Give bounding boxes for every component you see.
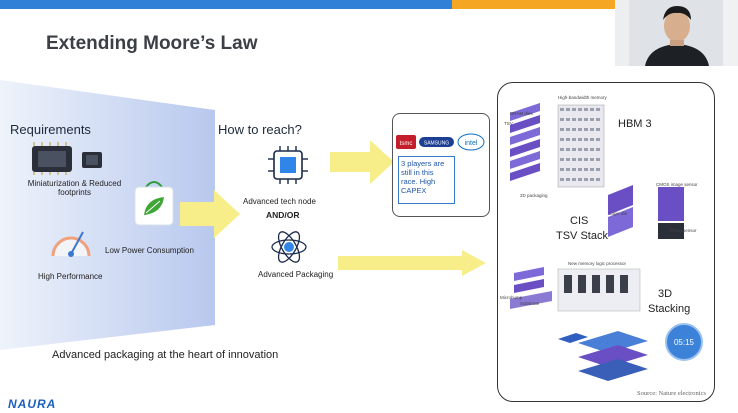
microbump-label: Microbump bbox=[500, 295, 523, 300]
miniaturization-label: Miniaturization & Reduced footprints bbox=[27, 179, 122, 197]
speedometer-icon bbox=[51, 231, 91, 257]
cis-label: CIS bbox=[570, 215, 589, 227]
webcam-video bbox=[615, 0, 738, 66]
advanced-packaging-label: Advanced Packaging bbox=[258, 270, 334, 279]
foundry-logos: tsmc SAMSUNG intel bbox=[396, 133, 485, 151]
3d-stacking-diagram bbox=[558, 331, 648, 381]
intel-logo-text: intel bbox=[465, 140, 478, 147]
slide-caption: Advanced packaging at the heart of innov… bbox=[52, 349, 279, 361]
atom-icon bbox=[271, 231, 307, 263]
high-performance-label: High Performance bbox=[38, 272, 103, 281]
presenter-thumbnail bbox=[615, 0, 738, 66]
stacking-label: Stacking bbox=[648, 303, 691, 315]
source-note: Source: Nature electronics bbox=[637, 390, 706, 397]
chip-icon bbox=[32, 142, 102, 175]
timer-badge: 05:15 bbox=[665, 323, 703, 361]
stacking-3d-label: 3D bbox=[658, 288, 673, 300]
hbm-diagram bbox=[510, 103, 605, 188]
tsv-stack-label: TSV Stack bbox=[556, 230, 608, 242]
foundries-callout: tsmc SAMSUNG intel 3 players are still i… bbox=[392, 113, 490, 217]
arrow-to-callout bbox=[330, 140, 394, 184]
low-power-label: Low Power Consumption bbox=[105, 246, 194, 255]
tech-node-label: Advanced tech node bbox=[243, 197, 316, 206]
photo-sensor-label: Photo sensor bbox=[670, 228, 697, 233]
new-memory-label: New memory logic processor bbox=[568, 261, 627, 266]
how-to-reach-heading: How to reach? bbox=[218, 122, 302, 137]
hbm-caption: High-bandwidth memory bbox=[558, 95, 607, 100]
packaging-figure-panel: High-bandwidth memory TSV DRAM dies 2D p… bbox=[497, 82, 715, 402]
top-bar-blue bbox=[0, 0, 452, 9]
funnel-arrow bbox=[180, 190, 240, 238]
tsmc-logo-text: tsmc bbox=[400, 141, 413, 147]
tsv-label: TSV bbox=[504, 121, 513, 126]
dram-stack-diagram bbox=[510, 267, 552, 309]
memory-logic-diagram bbox=[557, 268, 641, 312]
processor-icon bbox=[268, 146, 308, 184]
hbm-2d-label: 2D packaging bbox=[520, 193, 548, 198]
foundries-note: 3 players are still in this race. High C… bbox=[398, 156, 455, 204]
arrow-to-figure bbox=[338, 250, 486, 276]
cmos-sensor-label: CMOS image sensor bbox=[656, 182, 698, 187]
andor-label: AND/OR bbox=[266, 210, 300, 220]
requirements-heading: Requirements bbox=[10, 122, 91, 137]
logic-die-label: Logic die bbox=[609, 211, 628, 216]
top-bar-orange bbox=[452, 0, 615, 9]
naura-logo: NAURA bbox=[8, 397, 57, 411]
substrate-label: Substrate bbox=[520, 301, 540, 306]
leaf-bag-icon bbox=[134, 181, 174, 226]
cis-diagram bbox=[608, 185, 684, 239]
samsung-logo-text: SAMSUNG bbox=[424, 141, 449, 147]
top-color-bar bbox=[0, 0, 615, 9]
dram-die-label: DRAM dies bbox=[510, 111, 533, 116]
hbm3-label: HBM 3 bbox=[618, 118, 652, 130]
slide-title: Extending Moore’s Law bbox=[46, 33, 258, 54]
